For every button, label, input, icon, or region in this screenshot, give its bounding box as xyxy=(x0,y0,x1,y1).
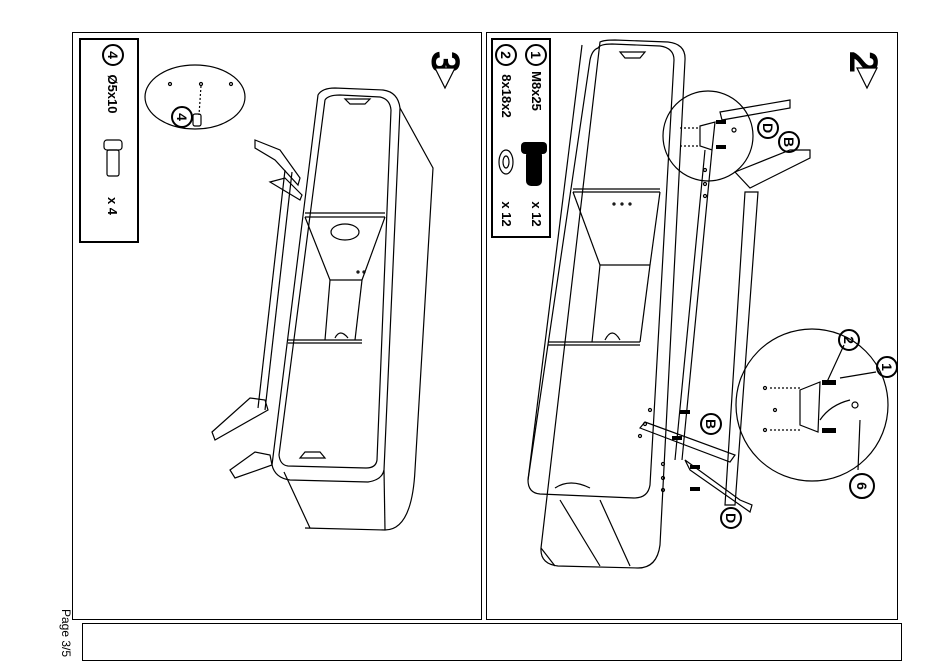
callout-part-6: 6 xyxy=(849,473,875,499)
callout-d-top: D xyxy=(757,117,779,139)
callout-b-bottom: B xyxy=(700,413,722,435)
callout-b-top: B xyxy=(778,131,800,153)
callout-d-bottom: D xyxy=(720,507,742,529)
callout-part-1: 1 xyxy=(876,356,898,378)
callout-part-4: 4 xyxy=(171,106,193,128)
dowel-icon xyxy=(104,140,122,176)
callout-part-2: 2 xyxy=(838,329,860,351)
